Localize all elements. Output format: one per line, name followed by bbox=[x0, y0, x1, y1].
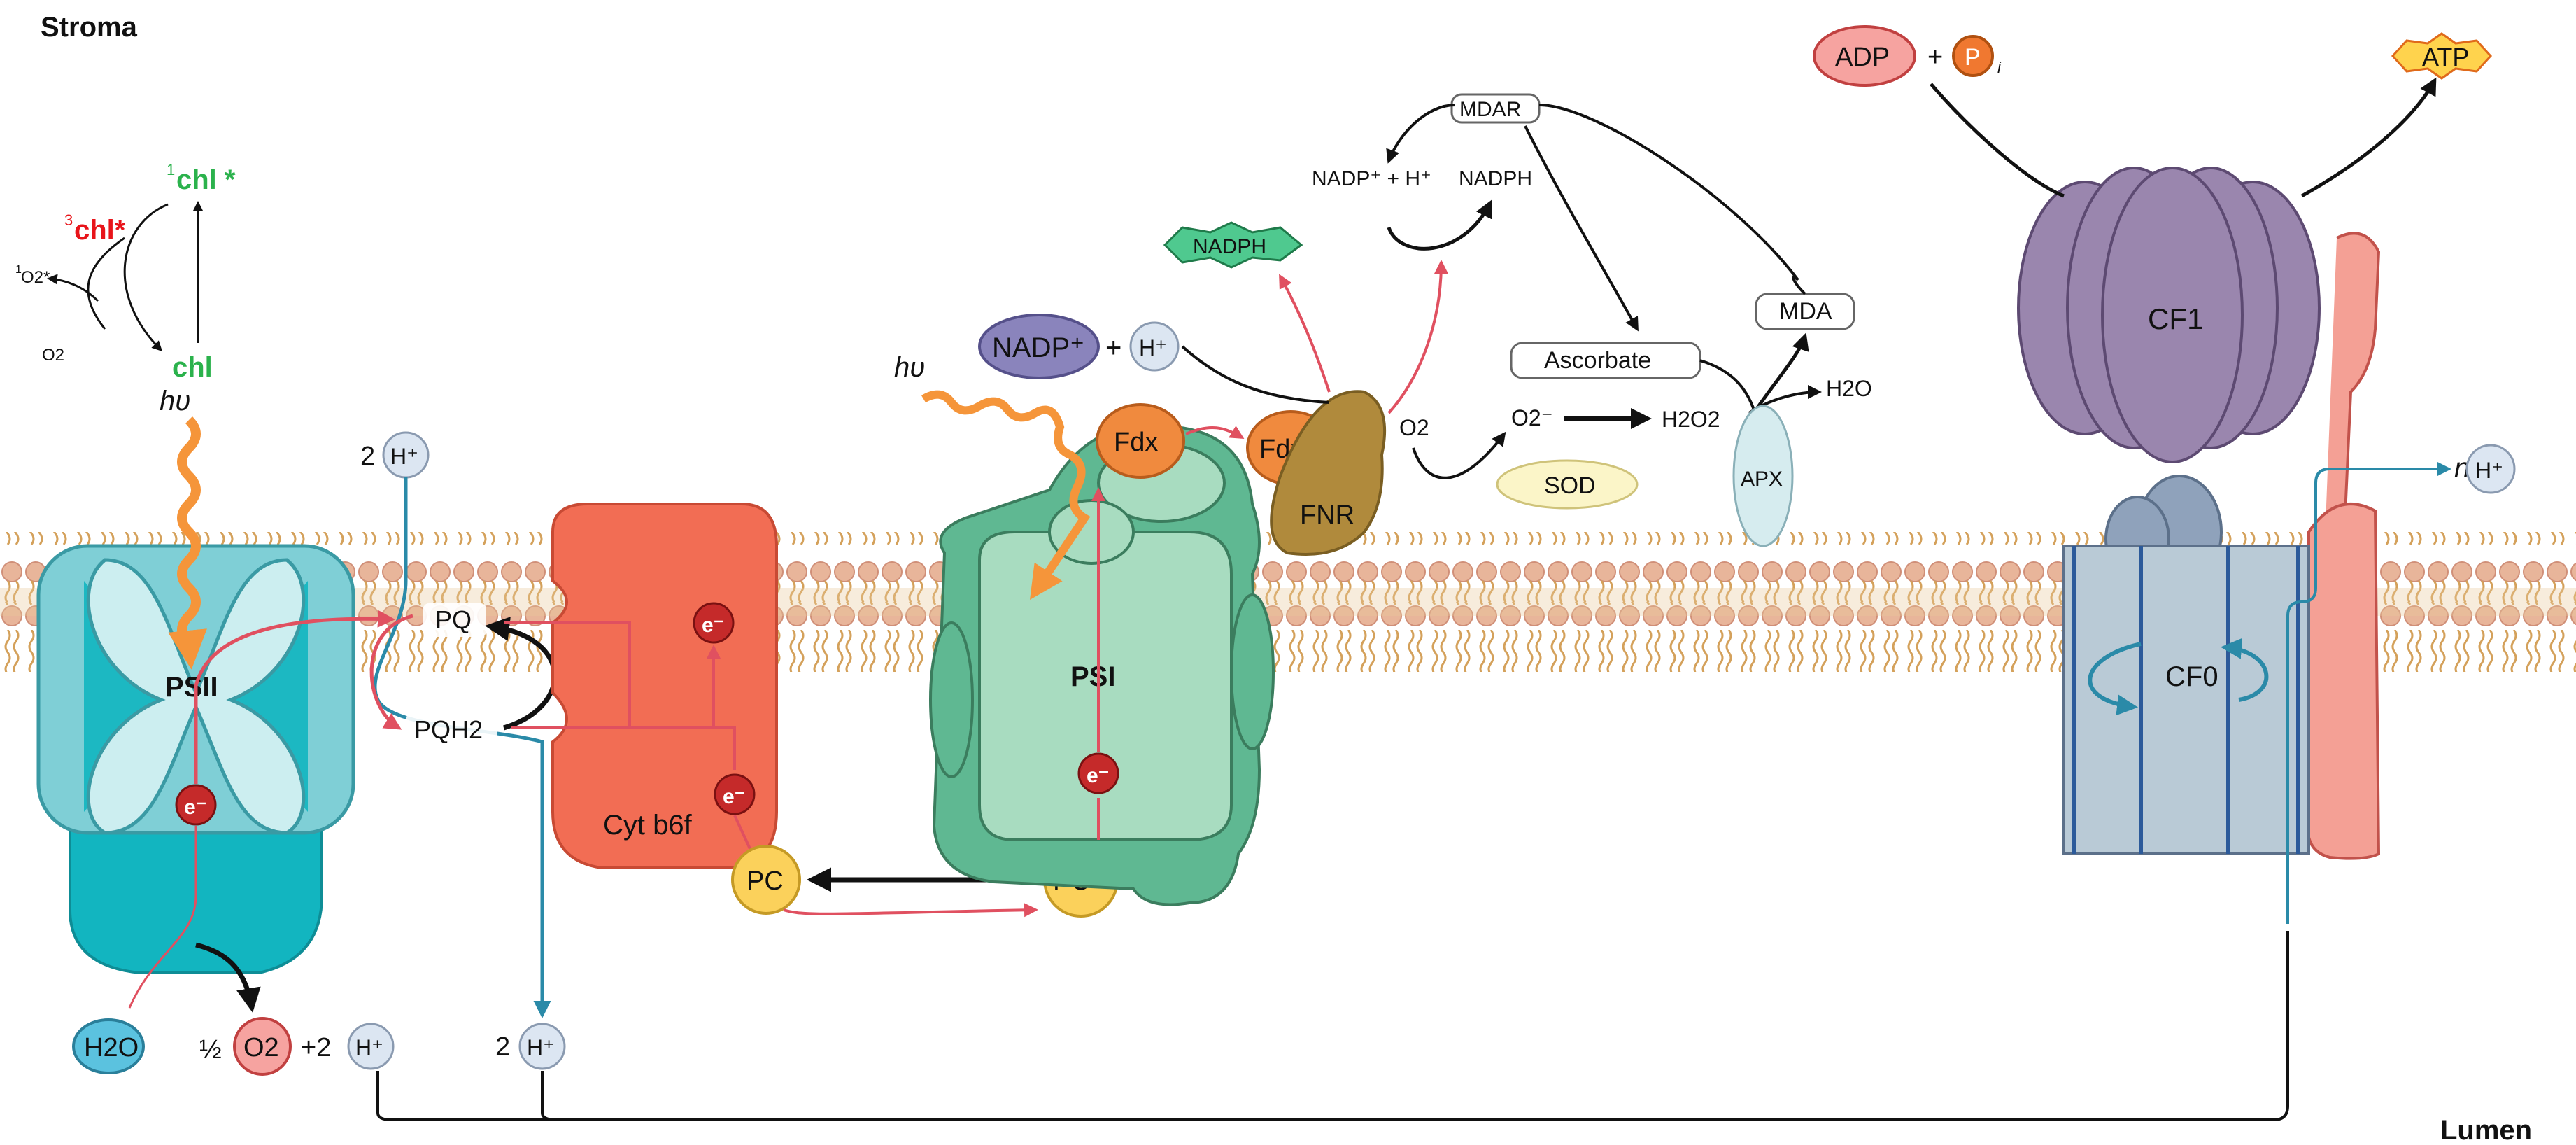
atp-synthase: CF1 CF0 n H⁺ bbox=[2017, 167, 2516, 924]
nadp-plus-label: NADP⁺ bbox=[992, 332, 1084, 363]
h2o-product-label: H2O bbox=[1826, 376, 1872, 401]
lumen-return-line-2 bbox=[541, 1071, 557, 1121]
fnr-label: FNR bbox=[1300, 500, 1354, 530]
ascorbate-pathway: Ascorbate MDA bbox=[1510, 276, 1855, 421]
nadp-substrate: NADP⁺ + H⁺ bbox=[978, 314, 1330, 404]
svg-text:+: + bbox=[1105, 332, 1121, 363]
apx-label: APX bbox=[1741, 468, 1783, 491]
fnr-to-nadph-arrow bbox=[1279, 274, 1331, 393]
water-to-psii-path bbox=[128, 826, 197, 1009]
pc-label: PC bbox=[746, 866, 784, 896]
half-label: ½ bbox=[199, 1035, 222, 1065]
pq-label: PQ bbox=[435, 605, 472, 634]
superoxide-label: O2⁻ bbox=[1511, 405, 1553, 430]
fdx-label: Fdx bbox=[1114, 428, 1158, 457]
atp-label: ATP bbox=[2422, 43, 2469, 71]
nadph-star-label: NADPH bbox=[1193, 235, 1266, 258]
lumen-label: Lumen bbox=[2440, 1115, 2532, 1145]
h-plus-label-2: H⁺ bbox=[527, 1035, 555, 1060]
photon-label-psi: hυ bbox=[894, 352, 925, 383]
triplet-chl-label: chl* bbox=[74, 215, 126, 246]
fnr-enzyme: FNR bbox=[1270, 390, 1387, 556]
photon-squiggle-psi bbox=[921, 390, 1091, 600]
chlorophyll-cycle: 1 chl * 3 chl* 1 O2* O2 chl hυ bbox=[15, 161, 236, 416]
nadph-cycle-label: NADPH bbox=[1459, 167, 1532, 190]
pqh2-label: PQH2 bbox=[414, 715, 483, 744]
cyt-b6f-label: Cyt b6f bbox=[603, 810, 693, 841]
mda-label: MDA bbox=[1779, 298, 1832, 325]
svg-text:2: 2 bbox=[360, 442, 375, 471]
proton-pair-stroma: 2 H⁺ bbox=[360, 431, 430, 479]
ascorbate-label: Ascorbate bbox=[1544, 347, 1651, 374]
h2o-label: H2O bbox=[84, 1033, 139, 1062]
plus-2-label-1: +2 bbox=[301, 1033, 331, 1062]
h-plus-label-3: H⁺ bbox=[390, 444, 418, 469]
photon-squiggle-psii bbox=[168, 416, 207, 670]
n-label: n bbox=[2454, 453, 2470, 484]
pi-subscript: i bbox=[1997, 59, 2002, 76]
cyt-b6f-complex: Cyt b6f e⁻ e⁻ bbox=[551, 503, 778, 869]
electron-cyt-2: e⁻ bbox=[723, 785, 746, 808]
sod-label: SOD bbox=[1544, 472, 1596, 499]
stroma-label: Stroma bbox=[41, 12, 138, 43]
h-plus-label-5: H⁺ bbox=[2475, 458, 2503, 483]
psi-complex: PSI e⁻ bbox=[929, 423, 1275, 906]
svg-text:2: 2 bbox=[495, 1032, 510, 1062]
electron-cyt-1: e⁻ bbox=[702, 614, 725, 637]
photon-label-psii: hυ bbox=[160, 386, 190, 416]
o2-stroma-label: O2 bbox=[1399, 415, 1429, 440]
pi-label: P bbox=[1965, 44, 1981, 71]
ground-chl-label: chl bbox=[172, 352, 213, 383]
psi-label: PSI bbox=[1070, 661, 1115, 692]
h-plus-label-1: H⁺ bbox=[355, 1035, 383, 1060]
lumen-return-line bbox=[376, 931, 2289, 1121]
electron-psi: e⁻ bbox=[1087, 764, 1110, 787]
cf0-label: CF0 bbox=[2165, 661, 2218, 692]
adp-label: ADP bbox=[1835, 43, 1890, 72]
svg-text:e⁻: e⁻ bbox=[184, 796, 207, 819]
psii-electron-path bbox=[194, 610, 395, 784]
triplet-mark: 3 bbox=[64, 211, 73, 229]
singlet-oxygen-label: O2* bbox=[21, 268, 50, 287]
atp-synthesis: ADP + P i ATP bbox=[1813, 25, 2493, 198]
nadph-product-star: NADPH bbox=[1163, 221, 1303, 269]
water-splitting-products: H2O ½ O2 +2 H⁺ bbox=[72, 1017, 395, 1076]
svg-text:+: + bbox=[1927, 43, 1943, 72]
electron-psii: e⁻ bbox=[175, 784, 217, 826]
singlet-mark: 1 bbox=[167, 161, 175, 178]
h-plus-label-4: H⁺ bbox=[1139, 335, 1167, 360]
psii-label: PSII bbox=[165, 672, 218, 703]
cf1-label: CF1 bbox=[2148, 302, 2203, 335]
singlet-chl-label: chl * bbox=[176, 164, 236, 195]
mdar-cycle: MDAR NADP⁺ + H⁺ NADPH bbox=[1312, 93, 1799, 332]
proton-pair-lumen: 2 H⁺ bbox=[495, 1023, 566, 1070]
water-split-arrow bbox=[195, 942, 261, 1013]
singlet-oxygen-mark: 1 bbox=[15, 264, 22, 276]
oxygen-label: O2 bbox=[42, 346, 64, 365]
fnr-to-nadph-cycle-arrow bbox=[1387, 260, 1448, 414]
mdar-label: MDAR bbox=[1459, 98, 1521, 121]
h2o2-label: H2O2 bbox=[1662, 407, 1720, 432]
o2-label: O2 bbox=[243, 1033, 279, 1062]
ros-detox: O2 O2⁻ H2O2 H2O SOD APX bbox=[1399, 376, 1872, 547]
nadp-h-label: NADP⁺ + H⁺ bbox=[1312, 167, 1431, 190]
